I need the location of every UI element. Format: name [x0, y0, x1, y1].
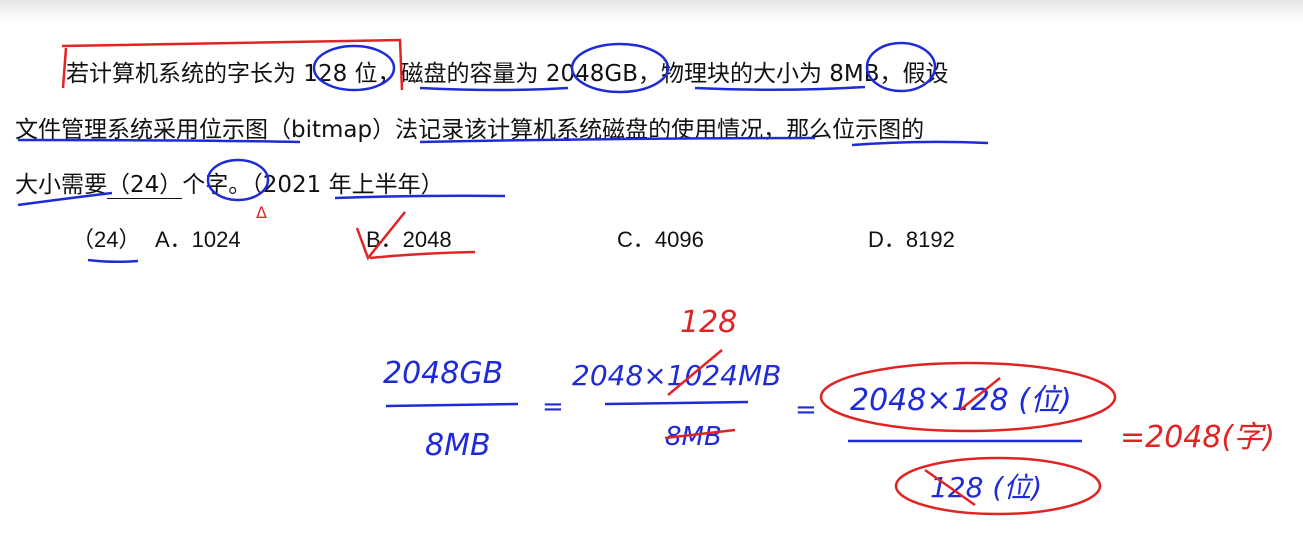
- red-bracket: [61, 38, 404, 91]
- eq1-numerator: 2048GB: [383, 356, 503, 391]
- circle-word: [206, 158, 270, 202]
- eq3-numerator: 2048×128 (位): [850, 383, 1072, 418]
- underline-b: [369, 250, 476, 260]
- eq3-strike-num: [959, 377, 1001, 411]
- question-line-1: 若计算机系统的字长为 128 位，磁盘的容量为 2048GB，物理块的大小为 8…: [66, 61, 949, 87]
- triangle-mark: Δ: [256, 203, 267, 222]
- eq2-replacement: 128: [680, 305, 737, 340]
- underline-line2b: [419, 136, 816, 144]
- eq-sign-2: =: [795, 395, 817, 425]
- eq-sign-1: =: [542, 392, 564, 422]
- underline-disk: [419, 86, 569, 92]
- circle-8mb: [865, 41, 937, 93]
- question-line-3-prefix: 大小需要: [15, 172, 107, 198]
- eq3-strike-den: [924, 468, 976, 507]
- check-mark: [355, 211, 406, 261]
- eq2-strike-1024: [667, 349, 723, 396]
- eq1-denominator: 8MB: [425, 428, 491, 463]
- option-d[interactable]: D．8192: [868, 227, 955, 252]
- eq3-denominator-circle: [894, 456, 1102, 516]
- underline-size: [17, 191, 113, 207]
- top-shadow: [0, 0, 1303, 22]
- eq3-numerator-circle: [819, 361, 1117, 433]
- result: =2048(字): [1120, 420, 1275, 455]
- underline-line2c: [851, 140, 989, 147]
- eq2-strike-8mb: [664, 428, 736, 440]
- option-b[interactable]: B．2048: [366, 227, 452, 252]
- underline-block: [694, 85, 866, 92]
- underline-line2a: [17, 138, 301, 144]
- eq3-denominator: 128 (位): [930, 471, 1042, 504]
- eq2-fraction-bar: [604, 400, 749, 406]
- options-label: （24）: [72, 227, 141, 252]
- underline-24: [87, 258, 139, 264]
- eq1-fraction-bar: [385, 402, 519, 408]
- option-a[interactable]: A．1024: [155, 227, 241, 252]
- circle-128: [312, 44, 396, 92]
- circle-2048gb: [570, 42, 670, 94]
- answer-blank: （24）: [107, 172, 183, 199]
- option-c[interactable]: C．4096: [617, 227, 704, 252]
- question-line-3: 大小需要（24）个字。（2021 年上半年）: [15, 165, 444, 199]
- question-line-3-suffix: 个字。（2021 年上半年）: [182, 172, 444, 198]
- underline-year: [334, 194, 506, 200]
